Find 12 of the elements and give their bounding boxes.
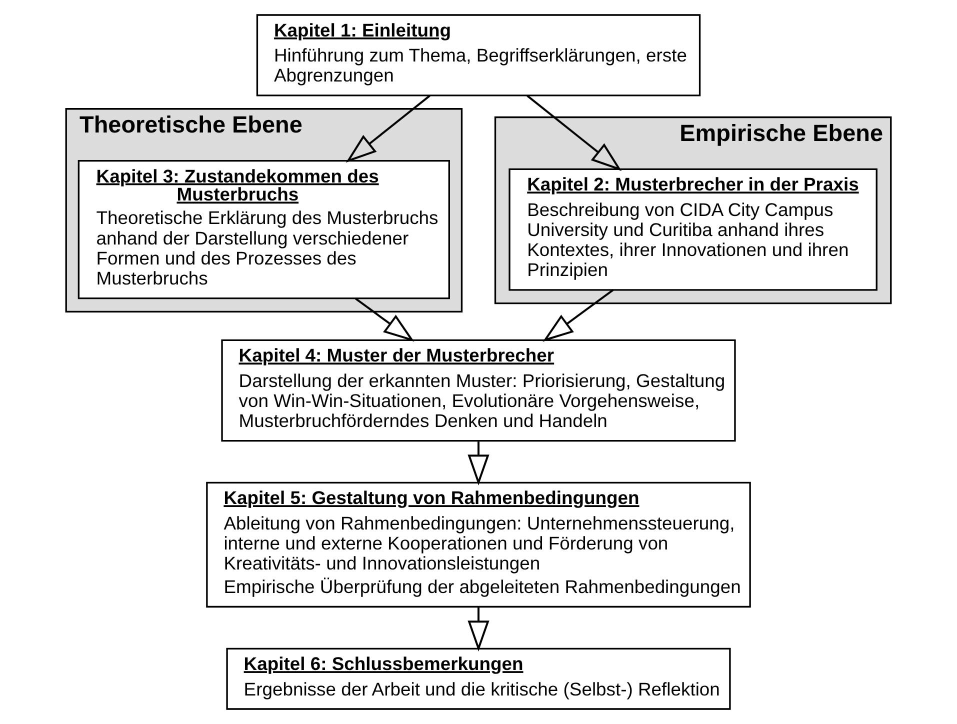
- arrow: [468, 442, 490, 486]
- node-box: Kapitel 2: Musterbrecher in der Praxis Beschreibung von CIDA City Campus University und Curitiba anhand ihres Kontextes, ihrer Innovationen und ihren Prinzipien: [508, 168, 878, 291]
- node-box: Kapitel 3: Zustandekommen des Musterbruchs Theoretische Erklärung des Musterbruchs anhand der Darstellung verschiedener Formen und des Prozesses des Musterbruchs: [78, 160, 450, 300]
- node-box: Kapitel 6: Schlussbemerkungen Ergebnisse der Arbeit und die kritische (Selbst-) Reflektion: [226, 648, 731, 710]
- arrow: [468, 607, 490, 652]
- node-box: Kapitel 1: Einleitung Hinführung zum Thema, Begriffserklärungen, erste Abgrenzungen: [256, 14, 701, 96]
- arrow: [542, 289, 614, 342]
- node-box: Kapitel 5: Gestaltung von Rahmenbedingungen Ableitung von Rahmenbedingungen: Unternehmenssteuerung, interne und externe Kooperationen und Förderung von Kreativitäts- und Innovationsleistungen Empirische Überprüfung der abgeleiteten Rahmenbedingungen: [206, 482, 751, 608]
- node-box: Kapitel 4: Muster der Musterbrecher Darstellung der erkannten Muster: Priorisierung, Gestaltung von Win-Win-Situationen, Evolutionäre Vorgehensweise, Musterbruchförderndes Denken und Handeln: [221, 339, 736, 442]
- arrow: [354, 298, 414, 342]
- arrow: [526, 94, 622, 171]
- arrow: [346, 94, 430, 163]
